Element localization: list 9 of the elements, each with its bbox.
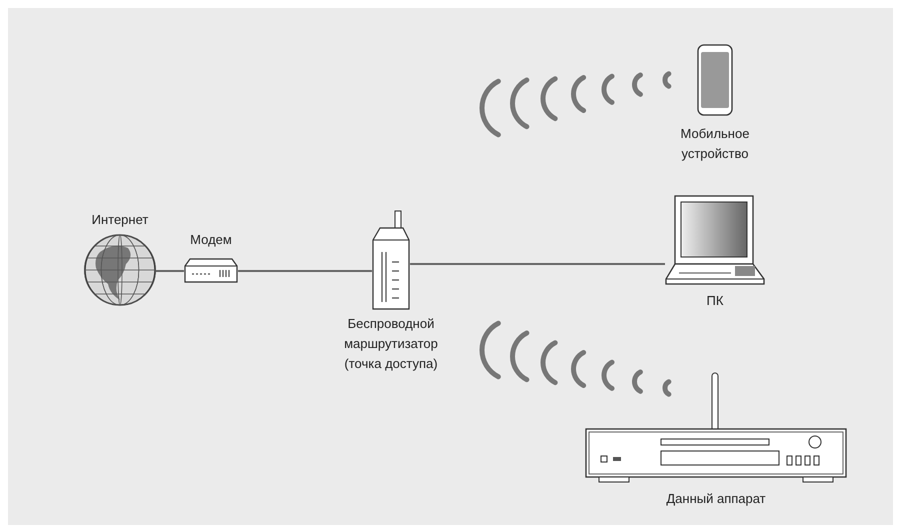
device-label: Интернет	[90, 211, 150, 229]
network-cable-line	[410, 263, 665, 265]
device-label: Данный аппарат	[665, 490, 767, 508]
device-label: Мобильное устройство	[680, 125, 750, 163]
network-cable-line	[238, 270, 372, 272]
device-label: Модем	[189, 231, 233, 249]
device-label: Беспроводной маршрутизатор (точка доступа)	[343, 315, 439, 373]
device-label: ПК	[706, 292, 724, 310]
network-cable-line	[156, 270, 184, 272]
